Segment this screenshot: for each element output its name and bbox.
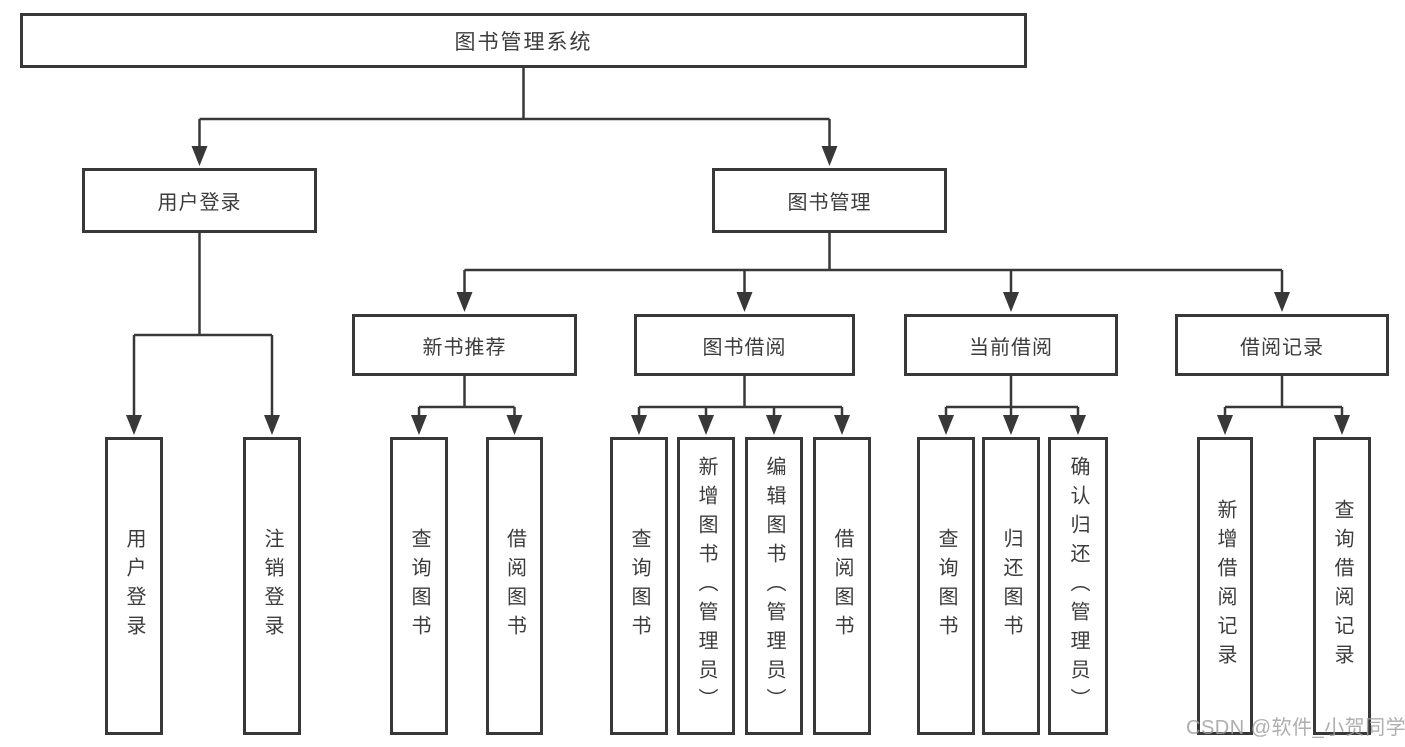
node-label: 借阅记录 [1240, 336, 1324, 359]
leaf-borrow-books-recommend: 借阅图书 [486, 437, 543, 735]
leaf-logout: 注销登录 [243, 437, 301, 735]
node-label: 借阅图书 [503, 528, 526, 644]
node-label: 查询图书 [628, 528, 650, 644]
csdn-watermark: CSDN @软件_小贺同学 [1186, 717, 1405, 739]
leaf-query-books-current: 查询图书 [917, 437, 975, 735]
leaf-confirm-return-admin: 确认归还（管理员） [1048, 437, 1108, 735]
node-current-borrow: 当前借阅 [904, 314, 1118, 376]
node-label: 查询借阅记录 [1331, 499, 1353, 673]
node-label: 查询图书 [408, 528, 430, 644]
node-label: 新书推荐 [422, 336, 507, 359]
node-label: 查询图书 [935, 528, 957, 644]
leaf-add-books-admin: 新增图书（管理员） [677, 437, 735, 735]
leaf-add-borrow-record: 新增借阅记录 [1197, 437, 1253, 735]
node-library-system: 图书管理系统 [20, 13, 1027, 68]
connector-segments [132, 68, 1344, 418]
leaf-edit-books-admin: 编辑图书（管理员） [745, 437, 803, 735]
node-label: 新增图书（管理员） [695, 455, 717, 717]
node-new-book-recommend: 新书推荐 [352, 314, 577, 376]
arrowheads [126, 146, 1350, 435]
node-label: 图书管理系统 [454, 30, 593, 54]
node-label: 归还图书 [1000, 528, 1022, 644]
leaf-query-borrow-record: 查询借阅记录 [1313, 437, 1371, 735]
node-borrow-records: 借阅记录 [1175, 314, 1389, 376]
leaf-query-books-recommend: 查询图书 [390, 437, 448, 735]
node-label: 图书管理 [787, 192, 872, 214]
node-label: 用户登录 [123, 528, 145, 644]
node-label: 当前借阅 [969, 336, 1053, 359]
node-label: 确认归还（管理员） [1067, 455, 1089, 717]
node-book-borrow: 图书借阅 [634, 314, 855, 376]
node-book-management: 图书管理 [712, 168, 947, 233]
node-label: 新增借阅记录 [1214, 499, 1236, 673]
node-label: 借阅图书 [831, 528, 853, 644]
node-user-login: 用户登录 [82, 168, 317, 233]
leaf-query-books-borrow: 查询图书 [610, 437, 668, 735]
leaf-user-login: 用户登录 [105, 437, 163, 735]
node-label: 用户登录 [157, 192, 242, 214]
node-label: 图书借阅 [702, 336, 787, 359]
node-label: 注销登录 [261, 528, 283, 644]
leaf-borrow-books: 借阅图书 [813, 437, 871, 735]
leaf-return-books: 归还图书 [982, 437, 1040, 735]
node-label: 编辑图书（管理员） [763, 455, 785, 717]
